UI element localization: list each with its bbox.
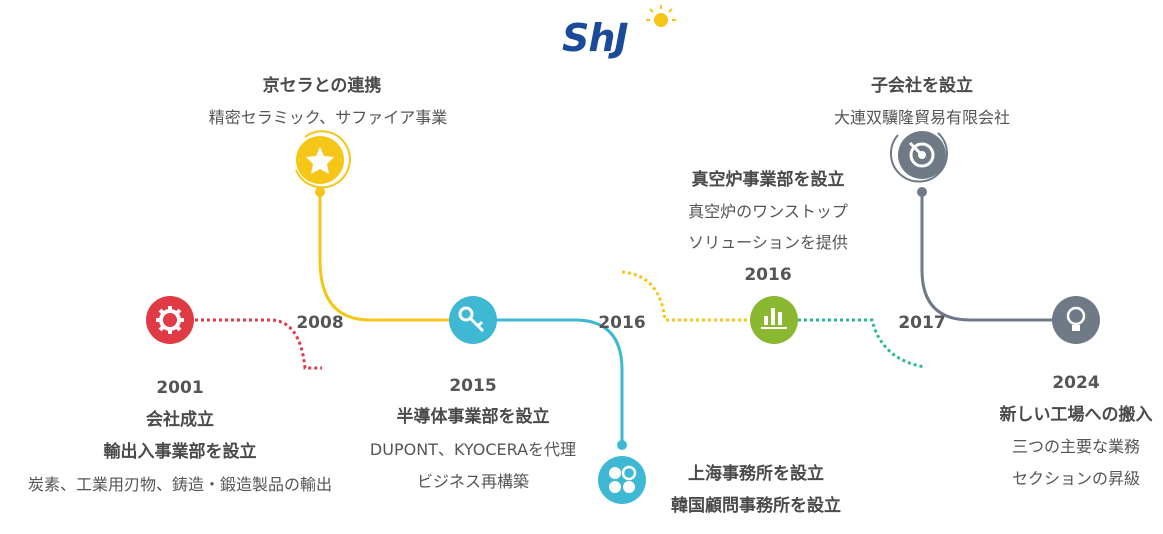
lightbulb-icon [1052, 296, 1100, 344]
kyocera-detail: 精密セラミック、サファイア事業 [208, 108, 448, 127]
event-2015-detail-2: ビジネス再構築 [416, 472, 530, 491]
logo-sun-icon [646, 5, 676, 27]
event-2001-subtitle: 輸出入事業部を設立 [103, 442, 257, 462]
red-dotted-line [195, 318, 322, 370]
event-2001-year: 2001 [156, 378, 204, 398]
vacuum-detail-2: ソリューションを提供 [688, 233, 848, 252]
year-label-2008: 2008 [296, 313, 344, 333]
bar-chart-icon [750, 296, 798, 344]
event-2015-year: 2015 [449, 376, 497, 396]
vacuum-detail-1: 真空炉のワンストップ [688, 202, 848, 221]
gray-line [920, 192, 1055, 322]
key-icon [449, 296, 497, 344]
vacuum-year: 2016 [744, 265, 792, 285]
event-2024-title: 新しい工場への搬入 [999, 405, 1153, 425]
year-label-2017: 2017 [898, 313, 946, 333]
event-2001-detail: 炭素、工業用刃物、鋳造・鍛造製品の輸出 [27, 475, 333, 494]
yellow-node-dot [315, 187, 325, 197]
event-2015-title: 半導体事業部を設立 [396, 407, 550, 427]
year-label-2016: 2016 [598, 313, 646, 333]
gray-node-dot [917, 187, 927, 197]
subsidiary-title: 子会社を設立 [871, 76, 973, 96]
event-2024-year: 2024 [1052, 373, 1100, 393]
star-icon [295, 130, 351, 189]
yellow-line [318, 192, 452, 322]
shanghai-title-2: 韓国顧問事務所を設立 [671, 496, 841, 516]
event-2001-title: 会社成立 [146, 410, 214, 430]
vacuum-title: 真空炉事業部を設立 [691, 170, 845, 190]
teal-dotted-line [798, 318, 926, 369]
shanghai-title-1: 上海事務所を設立 [688, 464, 824, 484]
cyan-node-dot [617, 440, 627, 450]
gear-icon [146, 296, 194, 344]
kyocera-title: 京セラとの連携 [262, 76, 382, 96]
event-2024-detail-1: 三つの主要な業務 [1011, 437, 1141, 456]
company-logo: ShJ [562, 16, 629, 60]
cyan-line [495, 318, 624, 445]
clover-icon [598, 456, 646, 504]
event-2015-detail-1: DUPONT、KYOCERAを代理 [369, 440, 577, 459]
target-icon [890, 131, 948, 183]
yellow-dotted-line [621, 270, 750, 322]
subsidiary-detail: 大連双驥隆貿易有限会社 [833, 108, 1011, 127]
event-2024-detail-2: セクションの昇級 [1011, 469, 1141, 488]
